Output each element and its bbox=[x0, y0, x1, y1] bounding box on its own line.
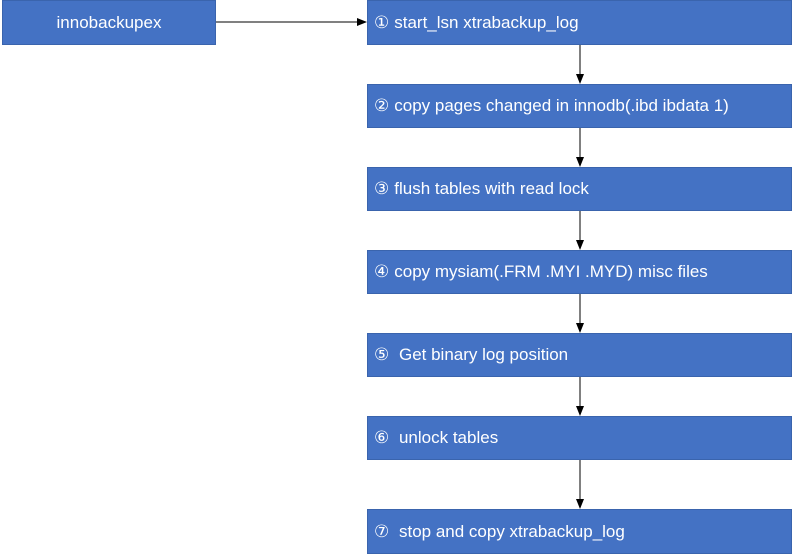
innobackupex-label: innobackupex bbox=[56, 12, 162, 32]
step-6-number: ⑥ bbox=[374, 428, 390, 447]
step-5-node: ⑤ Get binary log position bbox=[367, 333, 792, 377]
innobackupex-node: innobackupex bbox=[2, 0, 216, 45]
step-2-number: ② bbox=[374, 96, 390, 115]
step-7-label: stop and copy xtrabackup_log bbox=[394, 521, 625, 541]
step-6-label: unlock tables bbox=[394, 428, 499, 447]
step-4-number: ④ bbox=[374, 262, 390, 281]
step-5-label: Get binary log position bbox=[394, 345, 569, 364]
step-1-number: ① bbox=[374, 12, 390, 32]
step-3-number: ③ bbox=[374, 179, 390, 198]
step-5-number: ⑤ bbox=[374, 345, 390, 364]
step-7-node: ⑦ stop and copy xtrabackup_log bbox=[367, 509, 792, 554]
step-2-label: copy pages changed in innodb(.ibd ibdata… bbox=[394, 96, 729, 115]
step-7-number: ⑦ bbox=[374, 521, 390, 541]
step-4-label: copy mysiam(.FRM .MYI .MYD) misc files bbox=[394, 262, 708, 281]
step-3-label: flush tables with read lock bbox=[394, 179, 589, 198]
step-6-node: ⑥ unlock tables bbox=[367, 416, 792, 460]
step-1-label: start_lsn xtrabackup_log bbox=[394, 12, 579, 32]
